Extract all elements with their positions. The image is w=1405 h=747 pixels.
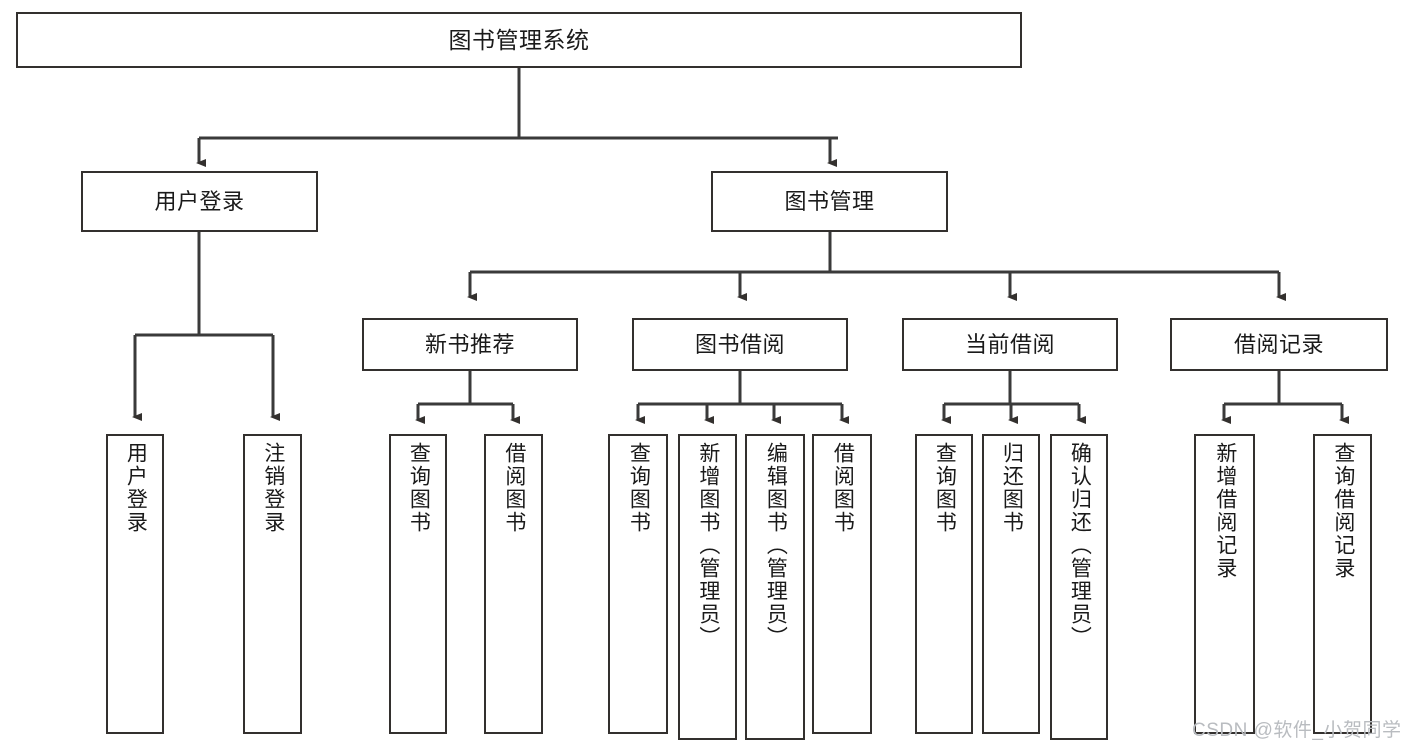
leaf-record-add-record[interactable]: 新增借阅记录 xyxy=(1194,434,1255,734)
leaf-current-return-book[interactable]: 归还图书 xyxy=(982,434,1040,734)
node-label: 确认归还（管理员） xyxy=(1068,442,1092,649)
node-label: 查询图书 xyxy=(627,442,651,534)
leaf-current-query-book[interactable]: 查询图书 xyxy=(915,434,973,734)
node-label: 用户登录 xyxy=(124,442,148,534)
node-current-borrow[interactable]: 当前借阅 xyxy=(902,318,1118,371)
node-root-book-management-system[interactable]: 图书管理系统 xyxy=(16,12,1022,68)
node-label: 借阅图书 xyxy=(502,442,526,534)
node-label: 注销登录 xyxy=(261,442,285,534)
node-label: 新书推荐 xyxy=(424,331,515,357)
csdn-watermark: CSDN @软件_小贺同学 xyxy=(1192,720,1402,741)
node-label: 图书管理系统 xyxy=(448,26,590,53)
leaf-borrow-borrow-book[interactable]: 借阅图书 xyxy=(812,434,872,734)
node-label: 当前借阅 xyxy=(964,331,1055,357)
node-book-management[interactable]: 图书管理 xyxy=(711,171,948,232)
leaf-borrow-add-book-admin[interactable]: 新增图书（管理员） xyxy=(678,434,737,740)
node-label: 归还图书 xyxy=(1000,442,1024,534)
node-book-borrow[interactable]: 图书借阅 xyxy=(632,318,848,371)
node-label: 编辑图书（管理员） xyxy=(764,442,788,649)
leaf-user-login-login[interactable]: 用户登录 xyxy=(106,434,164,734)
node-borrow-record[interactable]: 借阅记录 xyxy=(1170,318,1388,371)
node-label: 图书管理 xyxy=(784,188,875,214)
leaf-borrow-query-book[interactable]: 查询图书 xyxy=(608,434,668,734)
node-label: 查询图书 xyxy=(933,442,957,534)
leaf-current-confirm-return-admin[interactable]: 确认归还（管理员） xyxy=(1050,434,1108,740)
node-label: 查询图书 xyxy=(407,442,431,534)
node-label: 借阅记录 xyxy=(1233,331,1324,357)
leaf-user-login-logout[interactable]: 注销登录 xyxy=(243,434,302,734)
node-label: 用户登录 xyxy=(154,188,245,214)
node-user-login[interactable]: 用户登录 xyxy=(81,171,318,232)
node-new-book-recommend[interactable]: 新书推荐 xyxy=(362,318,578,371)
node-label: 图书借阅 xyxy=(694,331,785,357)
node-label: 借阅图书 xyxy=(831,442,855,534)
node-label: 新增借阅记录 xyxy=(1213,442,1237,580)
leaf-borrow-edit-book-admin[interactable]: 编辑图书（管理员） xyxy=(745,434,805,740)
node-label: 查询借阅记录 xyxy=(1331,442,1355,580)
leaf-recommend-borrow-book[interactable]: 借阅图书 xyxy=(484,434,543,734)
leaf-record-query-record[interactable]: 查询借阅记录 xyxy=(1313,434,1372,734)
leaf-recommend-query-book[interactable]: 查询图书 xyxy=(389,434,447,734)
node-label: 新增图书（管理员） xyxy=(696,442,720,649)
